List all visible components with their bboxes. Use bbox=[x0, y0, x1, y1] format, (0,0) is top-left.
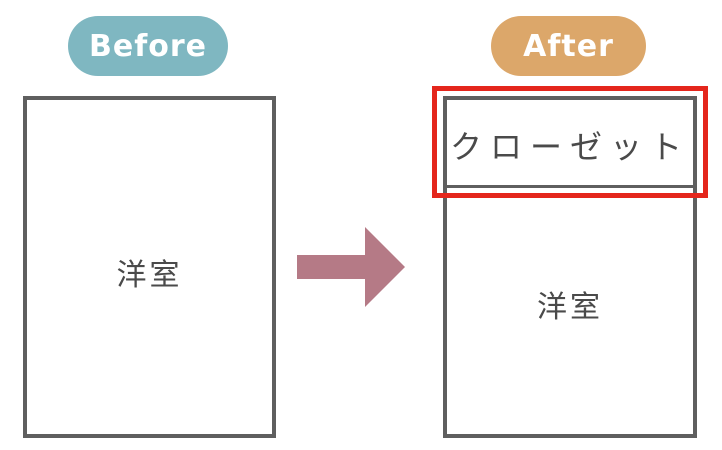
closet-highlight-box bbox=[432, 86, 708, 198]
arrow-right-icon bbox=[297, 227, 405, 307]
before-room-outline bbox=[23, 96, 276, 438]
before-badge: Before bbox=[68, 16, 228, 76]
after-badge: After bbox=[491, 16, 646, 76]
arrow-right-shape bbox=[297, 227, 405, 307]
closet-divider bbox=[443, 185, 697, 188]
after-room-label: 洋室 bbox=[537, 290, 603, 325]
closet-label: クローゼット bbox=[449, 128, 690, 166]
after-room-outline bbox=[443, 96, 697, 438]
before-badge-label: Before bbox=[88, 28, 208, 64]
before-room-label: 洋室 bbox=[116, 258, 183, 293]
after-badge-label: After bbox=[523, 28, 614, 64]
